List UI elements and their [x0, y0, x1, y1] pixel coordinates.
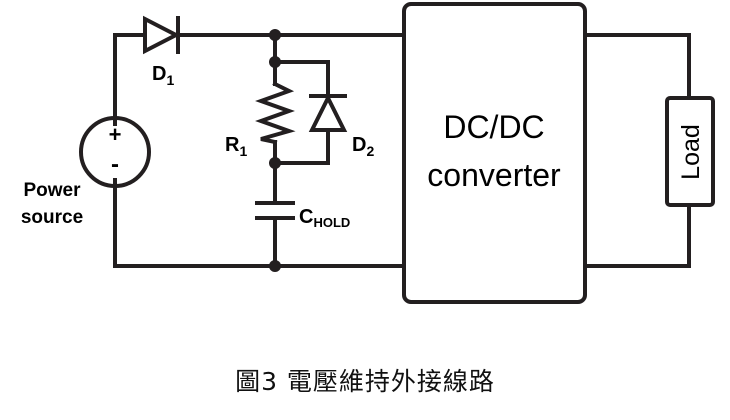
d1-label: D1	[152, 63, 174, 88]
junction-dot-bottom	[269, 260, 281, 272]
figure-caption: 圖3 電壓維持外接線路	[235, 367, 495, 396]
load-block	[665, 96, 715, 207]
converter-label-line1: DC/DC	[443, 109, 544, 145]
power-source-label-line1: Power	[23, 180, 81, 201]
chold-label: CHOLD	[299, 206, 350, 230]
r1-label: R1	[225, 134, 247, 159]
junction-dot-top	[269, 29, 281, 41]
load-label: Load	[677, 124, 705, 180]
diode-d1-symbol	[143, 15, 181, 55]
d2-label: D2	[352, 134, 374, 159]
dcdc-converter-block	[402, 2, 587, 304]
converter-label-line2: converter	[427, 157, 561, 193]
junction-dots	[269, 29, 281, 272]
load-wires	[583, 33, 691, 268]
source-loop-wires	[113, 33, 406, 268]
power-source-label-line2: source	[21, 207, 83, 228]
diode-d2-symbol	[308, 93, 348, 132]
resistor-r1-symbol	[255, 81, 296, 145]
power-source-symbol: + -	[79, 116, 151, 188]
capacitor-chold-symbol	[255, 201, 295, 220]
r1-d2-branch-wires	[273, 33, 330, 268]
source-minus-sign: -	[111, 151, 119, 178]
junction-dot-r1-bottom	[269, 157, 281, 169]
junction-dot-r1-top	[269, 56, 281, 68]
circuit-schematic: + - Power source D1 R1 D2 CHOLD	[21, 2, 715, 304]
source-plus-sign: +	[109, 122, 122, 147]
